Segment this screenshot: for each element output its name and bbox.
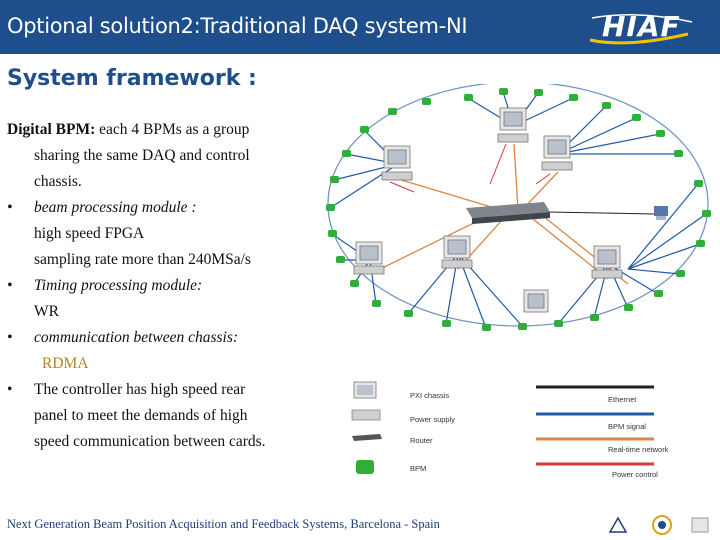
bpm-node <box>499 88 508 95</box>
bpm-node <box>624 304 633 311</box>
pxi-chassis <box>441 235 473 269</box>
bullet-timing: Timing processing module: <box>7 273 312 299</box>
bpm-node <box>654 290 663 297</box>
bullet-controller: The controller has high speed rear <box>7 377 312 403</box>
bpm-node <box>602 102 611 109</box>
legend-bpm: BPM <box>356 460 426 474</box>
bpm-node <box>569 94 578 101</box>
partner-logo-2-icon <box>691 517 709 533</box>
hiaf-logo: HIAF <box>588 8 698 48</box>
legend-rt-network-label: Real-time network <box>608 445 669 454</box>
rt-network-lines <box>369 143 629 285</box>
bullet-beam-processing: beam processing module : <box>7 195 312 221</box>
bullet-communication: communication between chassis: <box>7 325 312 351</box>
bullet-3-line-1: RDMA <box>42 355 89 372</box>
bpm-node <box>482 324 491 331</box>
bpm-node <box>404 310 413 317</box>
pxi-chassis <box>591 245 623 279</box>
partner-logo-icon <box>652 515 672 535</box>
bullet-4-line-3: speed communication between cards. <box>34 433 266 450</box>
legend-bpm-label: BPM <box>410 464 426 473</box>
legend-pxi-label: PXI chassis <box>410 391 449 400</box>
legend-pxi: PXI chassis <box>353 381 449 400</box>
intro-cont-1: sharing the same DAQ and control <box>34 147 250 164</box>
bpm-node <box>554 320 563 327</box>
bpm-node <box>422 98 431 105</box>
bullet-2-line-1: WR <box>34 303 59 320</box>
system-diagram: PXI chassis Power supply Router BPM Ethe… <box>326 84 711 479</box>
title-bar: Optional solution2:Traditional DAQ syste… <box>0 0 720 54</box>
bpm-node <box>372 300 381 307</box>
bpm-node <box>326 204 335 211</box>
bpm-node <box>674 150 683 157</box>
bpm-node <box>656 130 665 137</box>
bpm-nodes <box>326 88 711 331</box>
bpm-node <box>388 108 397 115</box>
legend: PXI chassis Power supply Router BPM Ethe… <box>351 381 669 479</box>
legend-power-label: Power supply <box>410 415 455 424</box>
bpm-node <box>442 320 451 327</box>
footer-logos <box>608 515 709 535</box>
section-subtitle: System framework : <box>7 66 257 91</box>
legend-power-control-label: Power control <box>612 470 658 479</box>
bullet-4-line-2: panel to meet the demands of high <box>34 407 248 424</box>
pxi-chassis <box>541 135 573 171</box>
pxi-chassis <box>497 107 529 143</box>
bpm-node <box>336 256 345 263</box>
intro-rest: each 4 BPMs as a group <box>95 121 250 138</box>
bpm-node <box>464 94 473 101</box>
legend-router: Router <box>352 434 433 445</box>
legend-ethernet-label: Ethernet <box>608 395 637 404</box>
bpm-node <box>696 240 705 247</box>
bpm-node <box>328 230 337 237</box>
legend-power-supply: Power supply <box>351 409 455 424</box>
alba-logo-icon <box>608 516 628 533</box>
pxi-chassis <box>381 145 413 181</box>
computer-icon <box>654 206 668 220</box>
legend-ethernet: Ethernet <box>536 385 654 404</box>
body-text: Digital BPM: each 4 BPMs as a group shar… <box>7 117 312 455</box>
bpm-node <box>632 114 641 121</box>
slide-title: Optional solution2:Traditional DAQ syste… <box>7 14 468 38</box>
legend-power-control: Power control <box>536 462 658 479</box>
bpm-node <box>694 180 703 187</box>
intro-line: Digital BPM: each 4 BPMs as a group <box>7 117 312 143</box>
pxi-chassis <box>523 289 549 313</box>
ethernet-line <box>547 211 655 215</box>
bullet-1-line-2: sampling rate more than 240MSa/s <box>34 251 251 268</box>
pxi-chassis-group <box>353 107 623 313</box>
bpm-node <box>350 280 359 287</box>
bpm-node <box>702 210 711 217</box>
footer-text: Next Generation Beam Position Acquisitio… <box>7 517 440 531</box>
power-control-lines <box>389 143 551 193</box>
pxi-chassis <box>353 241 385 275</box>
bpm-node <box>590 314 599 321</box>
bullet-1-line-1: high speed FPGA <box>34 225 145 242</box>
bpm-node <box>518 323 527 330</box>
logo-text: HIAF <box>602 10 681 43</box>
legend-rt-network: Real-time network <box>536 437 669 454</box>
router <box>466 202 550 224</box>
intro-cont-2: chassis. <box>34 173 82 190</box>
bpm-node <box>342 150 351 157</box>
bpm-node <box>534 89 543 96</box>
legend-bpm-signal: BPM signal <box>536 412 654 431</box>
bpm-node <box>676 270 685 277</box>
legend-router-label: Router <box>410 436 433 445</box>
bpm-node <box>330 176 339 183</box>
bpm-node <box>360 126 369 133</box>
legend-bpm-signal-label: BPM signal <box>608 422 646 431</box>
intro-bold: Digital BPM: <box>7 121 96 138</box>
